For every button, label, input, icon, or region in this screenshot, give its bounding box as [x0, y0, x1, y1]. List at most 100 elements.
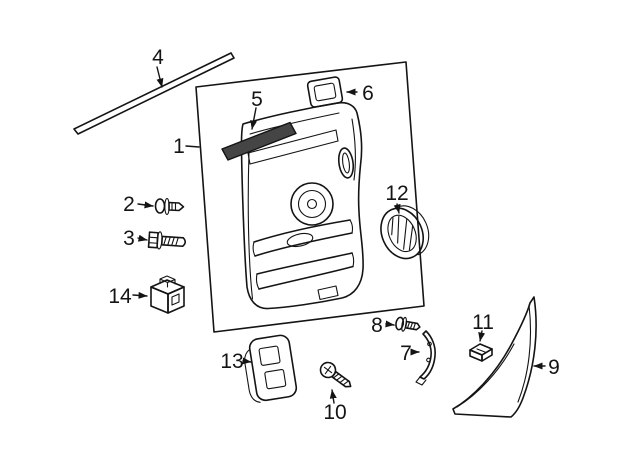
clip11-top-face: [469, 343, 493, 356]
part-11-clip: [469, 343, 493, 362]
part-6-bezel: [306, 76, 344, 108]
part-10-screw: [319, 361, 352, 388]
leader-8: [385, 320, 395, 328]
callout-labels: 4 5 6 1 2 3 14 13 10 12 8 7 11 9: [108, 46, 560, 424]
switch-cutout-bottom: [264, 368, 287, 390]
part-13-switch-bezel: [244, 334, 298, 403]
part-5-insert-strip: [221, 121, 297, 161]
callout-label-6: 6: [362, 82, 374, 105]
door-trim-panel-art: [240, 101, 364, 310]
retainer-knob: [159, 275, 176, 288]
speaker-cover-hatch: [391, 215, 414, 251]
part-7-bracket: [415, 330, 436, 386]
insert-area-line-top: [247, 129, 337, 154]
bracket-body: [419, 330, 436, 380]
bracket-hole-top: [427, 341, 432, 347]
callout-label-14: 14: [108, 285, 132, 308]
pocket-caps: [255, 252, 355, 290]
clip-shank: [168, 201, 185, 212]
callout-label-10: 10: [323, 401, 346, 424]
part-3-bolt: [147, 231, 187, 250]
bolt-threads: [163, 236, 179, 247]
panel-top-seam: [249, 112, 340, 135]
speaker-ring-mid: [297, 189, 327, 219]
bolt-head-facets: [148, 236, 159, 244]
leader-10: [329, 389, 337, 404]
callout-label-5: 5: [251, 88, 263, 111]
clip11-slot: [476, 348, 486, 353]
callout-label-1: 1: [173, 135, 185, 158]
screw-cross-slot: [323, 365, 333, 375]
bezel-inner: [313, 82, 337, 102]
bracket-hole-bottom: [426, 357, 431, 363]
speaker-cover-outer: [380, 207, 424, 260]
insert-strip-shape: [221, 121, 297, 161]
part-2-clip: [154, 197, 185, 216]
leader-11: [478, 330, 486, 342]
clip-head: [154, 198, 166, 214]
leader-lines: [132, 66, 546, 404]
armrest-top: [253, 219, 351, 243]
part-9-quarter-trim: [452, 296, 537, 418]
insert-area-line-bottom: [249, 140, 339, 165]
leader-3: [137, 234, 148, 242]
retainer-slot: [171, 293, 180, 306]
armrest-bottom: [254, 232, 353, 257]
part-4-weatherstrip: [73, 52, 235, 135]
part-14-retainer: [150, 275, 185, 314]
clip-ribs: [171, 202, 177, 211]
callout-label-13: 13: [220, 350, 243, 373]
bracket-foot: [415, 376, 427, 386]
screw8-threads: [406, 321, 416, 330]
reflector: [317, 285, 339, 301]
callout-label-11: 11: [472, 311, 494, 334]
screw-shank: [331, 371, 352, 388]
door-handle-recess: [337, 147, 355, 179]
door-handle-inner: [341, 152, 351, 174]
speaker-ring-center: [306, 198, 318, 210]
callout-label-9: 9: [548, 356, 560, 379]
pull-cup: [286, 232, 314, 248]
retainer-left-face: [150, 286, 169, 314]
switch-bezel-outer: [248, 334, 298, 402]
weatherstrip-lines: [73, 52, 235, 135]
speaker-cover-inner: [387, 214, 417, 253]
leader-1: [185, 145, 200, 148]
leader-14: [132, 291, 148, 299]
bezel-outer: [306, 76, 344, 108]
part-8-screw: [395, 316, 421, 332]
panel-outline: [240, 101, 364, 310]
speaker-cover-rim: [396, 205, 430, 256]
pocket-top: [256, 252, 353, 275]
speaker-ring-outer: [290, 182, 334, 226]
leader-12: [393, 203, 401, 214]
leader-5: [250, 107, 258, 130]
part-1-door-trim-panel-box: [195, 61, 425, 333]
panel-left-seam: [247, 151, 254, 300]
clip11-front-face: [469, 349, 483, 362]
switch-cutout-top: [258, 345, 281, 366]
bolt-shank: [160, 235, 187, 248]
pocket-bottom: [258, 265, 354, 290]
callout-label-3: 3: [123, 227, 135, 250]
screw8-head: [395, 316, 405, 331]
callout-label-7: 7: [400, 342, 412, 365]
leader-2: [137, 201, 154, 209]
callout-label-12: 12: [385, 182, 408, 205]
callout-label-4: 4: [152, 46, 164, 69]
leader-4: [156, 66, 164, 88]
armrest-caps: [252, 219, 354, 257]
leader-13: [242, 357, 252, 365]
switch-bezel-side-wall: [244, 348, 261, 403]
callout-label-8: 8: [371, 314, 383, 337]
clip11-right-face: [481, 348, 493, 362]
trim9-inner-line: [517, 304, 532, 403]
retainer-right-face: [167, 286, 185, 314]
screw-threads: [332, 373, 350, 386]
panel-bounding-box: [195, 61, 425, 333]
panel-right-seam: [351, 118, 356, 181]
part-12-speaker-cover: [380, 205, 430, 260]
trim9-outline: [452, 296, 537, 418]
